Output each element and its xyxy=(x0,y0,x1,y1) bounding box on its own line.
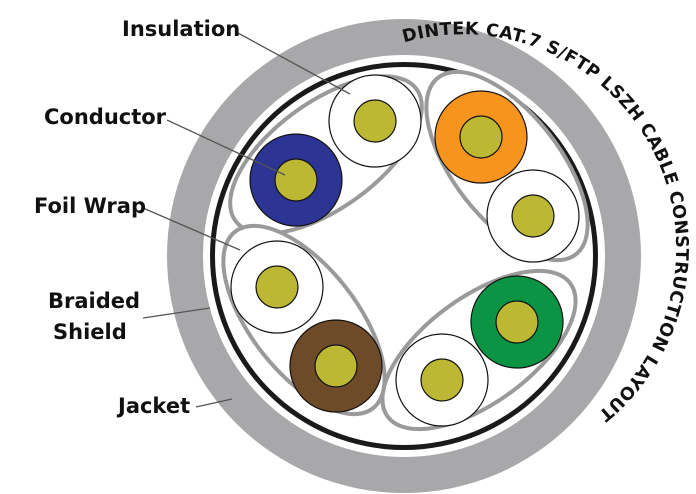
conductor xyxy=(255,265,299,309)
braided-shield-label-line1: Braided xyxy=(48,289,140,313)
conductor xyxy=(274,158,318,202)
conductor xyxy=(459,115,503,159)
conductor xyxy=(495,300,539,344)
conductor xyxy=(511,194,555,238)
braided-shield-leader xyxy=(142,307,211,319)
conductor-leader xyxy=(166,119,286,176)
twisted-pair-green xyxy=(380,268,578,432)
conductor xyxy=(420,358,464,402)
conductor-label: Conductor xyxy=(44,105,167,129)
jacket-label: Jacket xyxy=(116,394,190,418)
twisted-pair-brown xyxy=(221,223,387,417)
jacket-leader xyxy=(195,398,233,408)
insulation-label: Insulation xyxy=(122,17,240,41)
twisted-pair-blue xyxy=(228,74,424,236)
insulation-leader xyxy=(237,32,351,95)
foil-wrap-label: Foil Wrap xyxy=(34,194,146,218)
foil-wrap-leader xyxy=(142,207,241,251)
conductor xyxy=(314,344,358,388)
twisted-pair-orange xyxy=(424,69,590,263)
callout-leaders xyxy=(142,32,351,408)
conductor xyxy=(353,99,397,143)
braided-shield-label-line2: Shield xyxy=(53,320,127,344)
